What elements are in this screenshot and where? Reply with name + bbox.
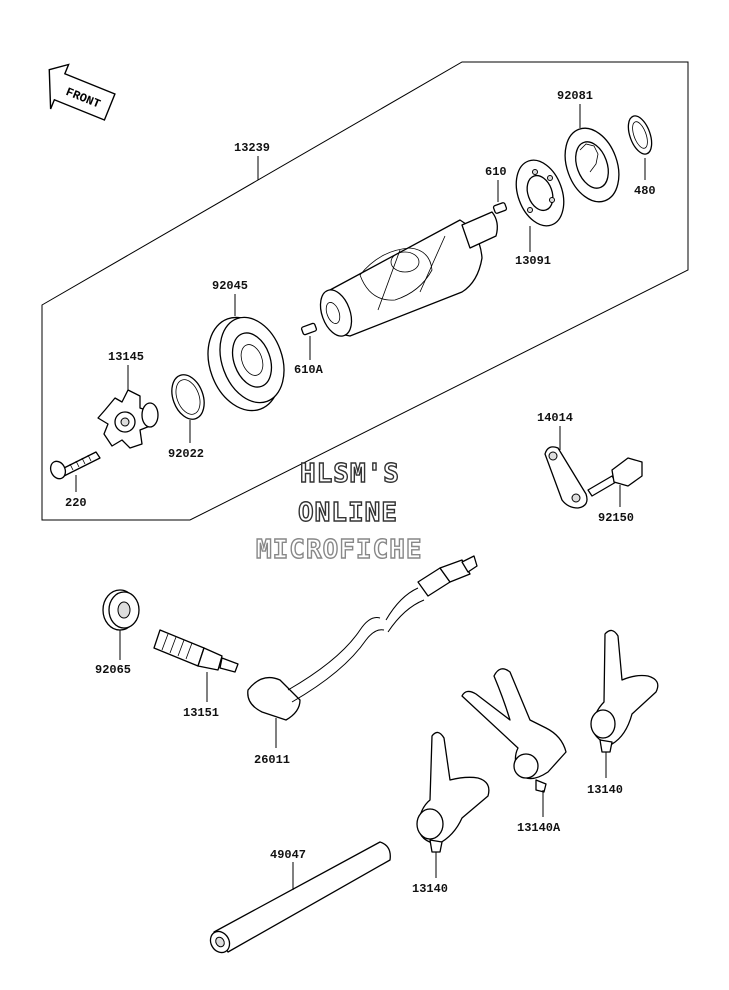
part-480-circlip: [627, 115, 653, 155]
label-13140A: 13140A: [517, 821, 561, 835]
label-13091: 13091: [515, 254, 551, 268]
part-610-pin: [492, 202, 508, 214]
part-610A-pin: [300, 322, 318, 336]
label-49047: 49047: [270, 848, 306, 862]
part-13140-fork-right: [590, 629, 659, 753]
part-13091-plate: [515, 159, 565, 227]
label-13151: 13151: [183, 706, 219, 720]
part-92150-bolt: [587, 457, 643, 497]
part-13140-fork-bottom: [416, 731, 490, 853]
part-13145-cam: [97, 389, 159, 449]
label-92022: 92022: [168, 447, 204, 461]
watermark-line-3: MICROFICHE: [256, 535, 423, 565]
shift-drum-assembly-outline: [41, 61, 689, 521]
label-220: 220: [65, 496, 87, 510]
label-610: 610: [485, 165, 507, 179]
part-13151-sensor: [153, 629, 239, 673]
part-49047-shaft: [209, 841, 391, 954]
part-14014-plate: [544, 446, 588, 509]
part-92081-ring: [564, 127, 620, 203]
label-13145: 13145: [108, 350, 144, 364]
label-92150: 92150: [598, 511, 634, 525]
label-480: 480: [634, 184, 656, 198]
part-26011-lead: [247, 555, 478, 721]
label-610A: 610A: [294, 363, 324, 377]
label-26011: 26011: [254, 753, 290, 767]
part-shift-drum: [319, 211, 498, 337]
part-92022-washer: [171, 374, 205, 420]
label-92045: 92045: [212, 279, 248, 293]
label-92065: 92065: [95, 663, 131, 677]
label-13239: 13239: [234, 141, 270, 155]
part-92065-washer: [102, 589, 140, 631]
part-13140A-fork-middle: [461, 668, 567, 793]
label-92081: 92081: [557, 89, 593, 103]
part-92045-bearing: [207, 316, 285, 412]
part-220-screw: [49, 451, 101, 480]
label-14014: 14014: [537, 411, 573, 425]
label-13140-bottom: 13140: [412, 882, 448, 896]
watermark-line-2: ONLINE: [298, 498, 398, 528]
watermark-line-1: HLSM'S: [300, 459, 400, 489]
front-arrow-icon: FRONT: [48, 63, 116, 121]
label-13140-right: 13140: [587, 783, 623, 797]
